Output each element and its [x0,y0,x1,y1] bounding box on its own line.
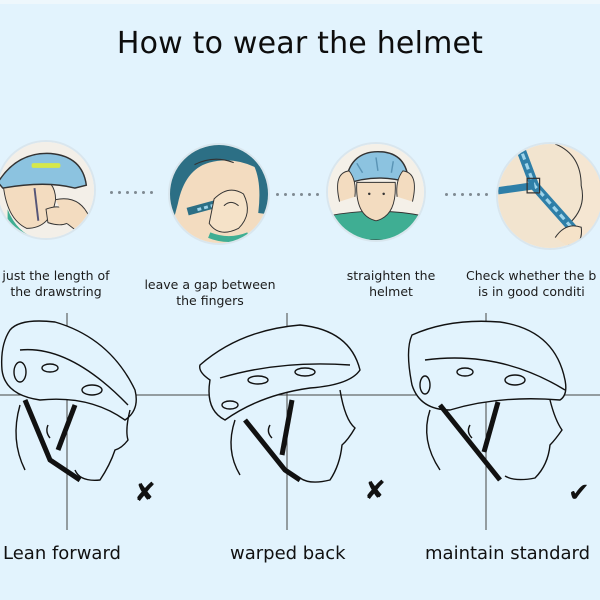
label-warped-back: warped back [230,543,346,564]
step-1-caption: just the length of the drawstring [0,268,118,300]
step-3-caption-line1: straighten the [346,268,436,283]
step-connector-dots [110,190,153,194]
step-2-caption-line2: the fingers [176,293,244,308]
figure-warped-back [199,324,361,483]
step-4-image [496,142,600,250]
step-3-caption-line2: helmet [369,284,413,299]
step-4-caption-line2: is in good conditi [478,284,585,299]
incorrect-x-icon: ✘ [364,476,386,506]
step-1-caption-line2: the drawstring [10,284,102,299]
top-border [0,0,600,4]
correct-check-icon: ✔ [568,478,590,508]
page-title: How to wear the helmet [116,26,484,61]
step-2-image [168,143,270,245]
figure-lean-forward [0,320,137,483]
buckle-check-icon [498,144,600,248]
child-adjusting-strap-icon [0,142,94,238]
step-2-caption: leave a gap between the fingers [140,277,280,309]
step-1-caption-line1: just the length of [2,268,110,283]
step-2-caption-line1: leave a gap between [144,277,276,292]
label-maintain-standard: maintain standard [425,543,591,564]
figure-maintain-standard [407,320,567,482]
step-4-caption-line1: Check whether the b [466,268,597,283]
step-3-caption: straighten the helmet [336,268,446,300]
step-connector-dots [276,192,319,196]
helmet-position-diagram [0,313,600,530]
label-lean-forward: Lean forward [3,543,121,564]
step-connector-dots [445,192,488,196]
child-straightening-helmet-icon [328,144,424,240]
step-4-caption: Check whether the b is in good conditi [466,268,600,300]
incorrect-x-icon: ✘ [134,478,156,508]
step-3-image [326,142,426,242]
chin-strap-fingers-icon [170,145,268,243]
step-1-image [0,140,96,240]
